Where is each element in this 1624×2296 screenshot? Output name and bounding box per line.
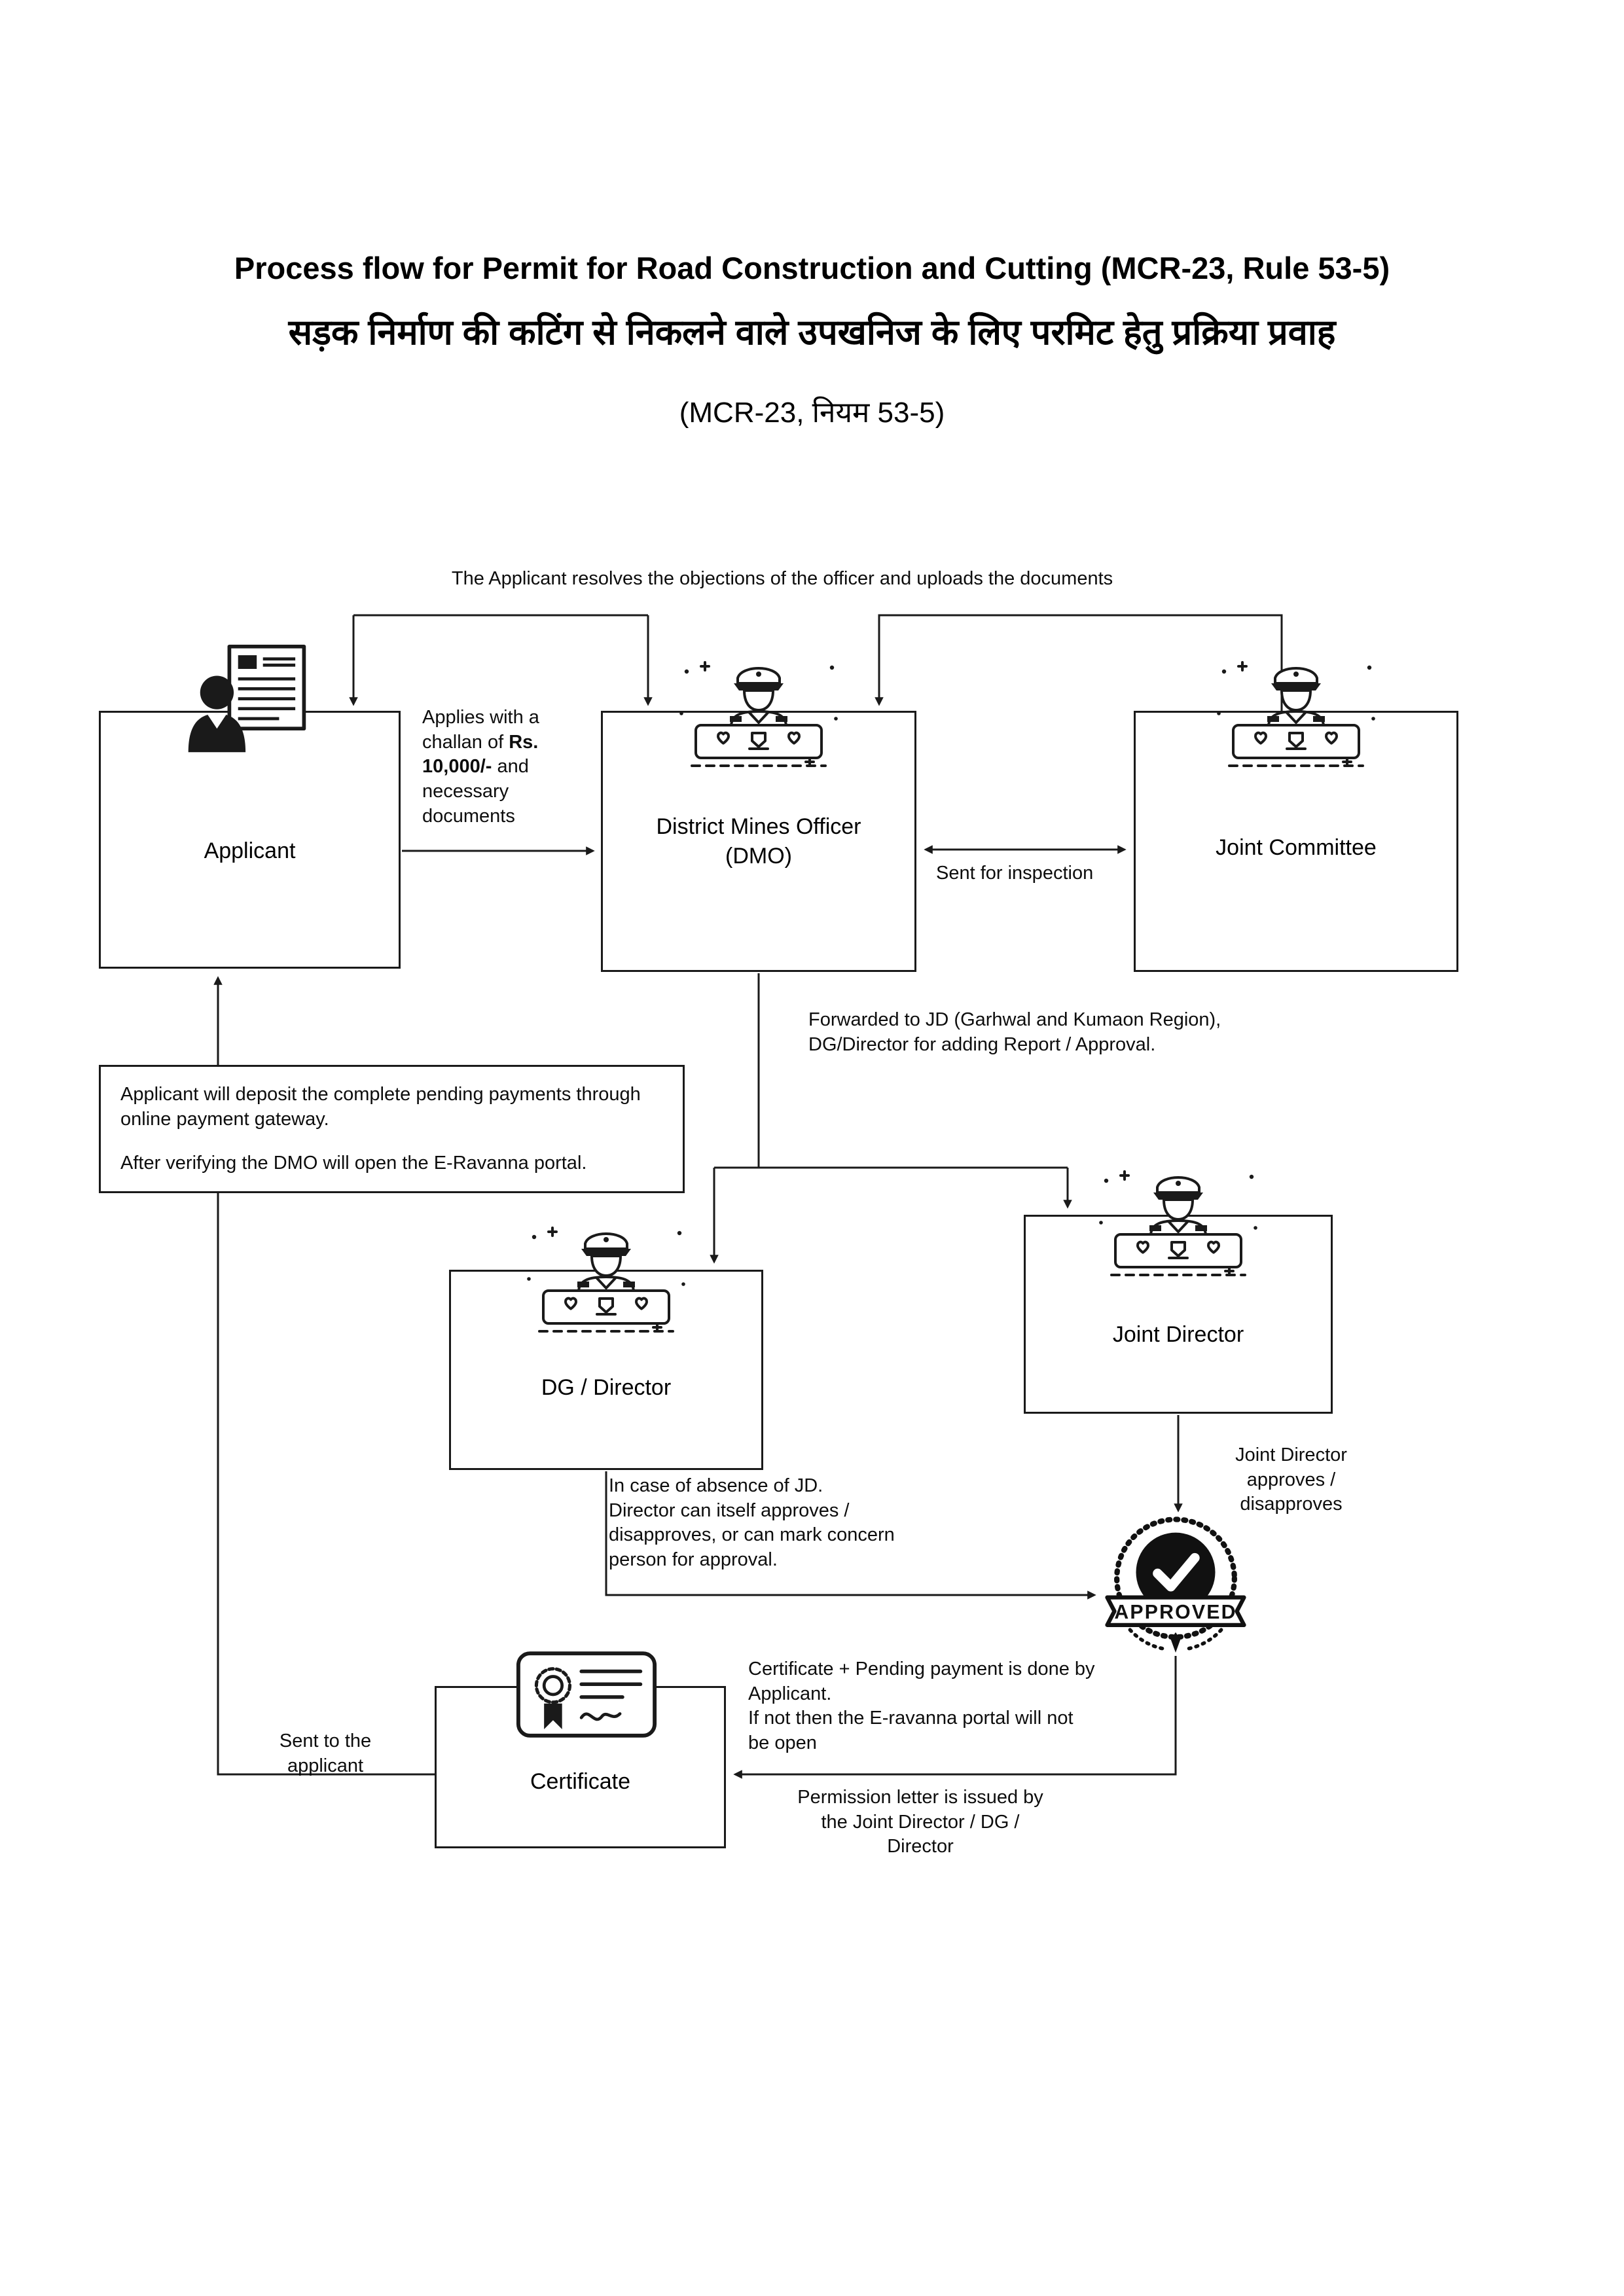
- certificate-payment-note: Certificate + Pending payment is done by…: [748, 1659, 1095, 1754]
- page-title-english: Process flow for Permit for Road Constru…: [234, 251, 1390, 285]
- absence-note: In case of absence of JD. Director can i…: [609, 1475, 895, 1571]
- stamp-serrated-ring: [1114, 1516, 1237, 1640]
- approved-stamp-label: APPROVED: [1114, 1602, 1236, 1623]
- page-title-hindi: सड़क निर्माण की कटिंग से निकलने वाले उपख…: [288, 313, 1336, 352]
- node-dmo-label: District Mines Officer (DMO): [656, 814, 861, 869]
- sent-to-applicant-note: Sent to the applicant: [279, 1731, 372, 1776]
- stamp-lower-ring: [1128, 1628, 1223, 1651]
- node-dg-director-label: DG / Director: [541, 1374, 672, 1400]
- arrow-jc-to-dmo-top: [875, 614, 1283, 711]
- certificate-icon: [514, 1647, 659, 1742]
- joint-director-officer-icon: [1093, 1162, 1263, 1283]
- dg-director-officer-icon: [521, 1219, 691, 1339]
- jd-decision-note: Joint Director approves / disapproves: [1235, 1444, 1347, 1515]
- permission-letter-note: Permission letter is issued by the Joint…: [797, 1787, 1043, 1857]
- stamp-ornament: [1170, 1632, 1181, 1653]
- joint-committee-officer-icon: [1211, 653, 1381, 774]
- payment-note-line1: Applicant will deposit the complete pend…: [120, 1084, 641, 1130]
- top-loop-note: The Applicant resolves the objections of…: [451, 568, 1113, 589]
- applicant-icon: [185, 643, 309, 757]
- payment-note-line2: After verifying the DMO will open the E-…: [120, 1153, 587, 1174]
- stamp-check-icon: [1153, 1552, 1200, 1592]
- arrow-certificate-to-applicant: [213, 976, 435, 1776]
- payment-note-box: Applicant will deposit the complete pend…: [99, 1065, 685, 1193]
- stamp-disc: [1136, 1532, 1216, 1612]
- applies-challan-post: and necessary documents: [422, 756, 529, 827]
- node-applicant-label: Applicant: [204, 838, 296, 863]
- approved-stamp-icon: APPROVED: [1105, 1516, 1246, 1653]
- applies-challan-pre: Applies with a challan of: [422, 707, 539, 753]
- node-joint-director-label: Joint Director: [1112, 1321, 1244, 1347]
- page-title-hindi-sub: (MCR-23, नियम 53-5): [679, 397, 945, 429]
- arrow-dg-to-stamp: [605, 1471, 1096, 1600]
- node-certificate-label: Certificate: [530, 1768, 631, 1794]
- node-joint-committee-label: Joint Committee: [1216, 835, 1377, 861]
- dmo-officer-icon: [674, 653, 844, 774]
- applies-challan-amount: Rs. 10,000/-: [422, 731, 539, 778]
- stamp-banner: [1105, 1595, 1246, 1627]
- forwarded-note: Forwarded to JD (Garhwal and Kumaon Regi…: [808, 1009, 1221, 1055]
- applies-challan-note: Applies with a challan of Rs. 10,000/- a…: [422, 706, 571, 829]
- arrow-stamp-to-certificate: [733, 1656, 1177, 1779]
- sent-for-inspection-note: Sent for inspection: [936, 863, 1094, 884]
- node-applicant: Applicant: [99, 711, 401, 969]
